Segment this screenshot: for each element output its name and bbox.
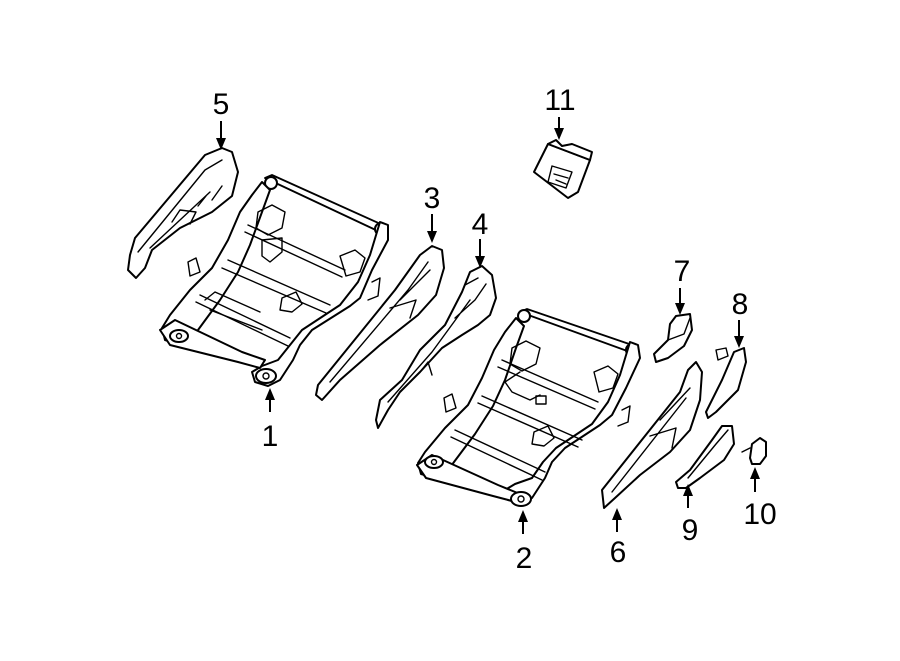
part-8-switch-bezel[interactable] — [705, 347, 747, 419]
callout-8: 8 — [732, 288, 749, 321]
callout-5: 5 — [213, 88, 230, 121]
part-10-knob[interactable] — [741, 437, 767, 465]
callout-4: 4 — [472, 208, 489, 241]
callout-10: 10 — [743, 498, 776, 531]
part-7-end-cap[interactable] — [653, 313, 693, 363]
callout-1: 1 — [262, 420, 279, 453]
callout-arrows — [216, 117, 760, 534]
part-9-switch-knob[interactable] — [675, 425, 735, 489]
callout-11: 11 — [544, 84, 575, 117]
part-11-control-module[interactable] — [533, 139, 593, 199]
part-3-side-trim[interactable] — [315, 245, 445, 401]
part-4-inner-shield[interactable] — [375, 265, 497, 429]
callout-7: 7 — [674, 255, 691, 288]
part-6-side-trim[interactable] — [601, 361, 703, 509]
callout-numbers: 1 2 3 4 5 6 7 8 9 10 11 — [213, 84, 777, 575]
part-5-trim-shield[interactable] — [127, 147, 239, 279]
callout-3: 3 — [424, 182, 441, 215]
part-2-seat-track-frame[interactable] — [416, 308, 641, 507]
callout-6: 6 — [610, 536, 627, 569]
callout-2: 2 — [516, 542, 533, 575]
part-1-seat-track-frame[interactable] — [159, 174, 389, 387]
callout-9: 9 — [682, 514, 699, 547]
